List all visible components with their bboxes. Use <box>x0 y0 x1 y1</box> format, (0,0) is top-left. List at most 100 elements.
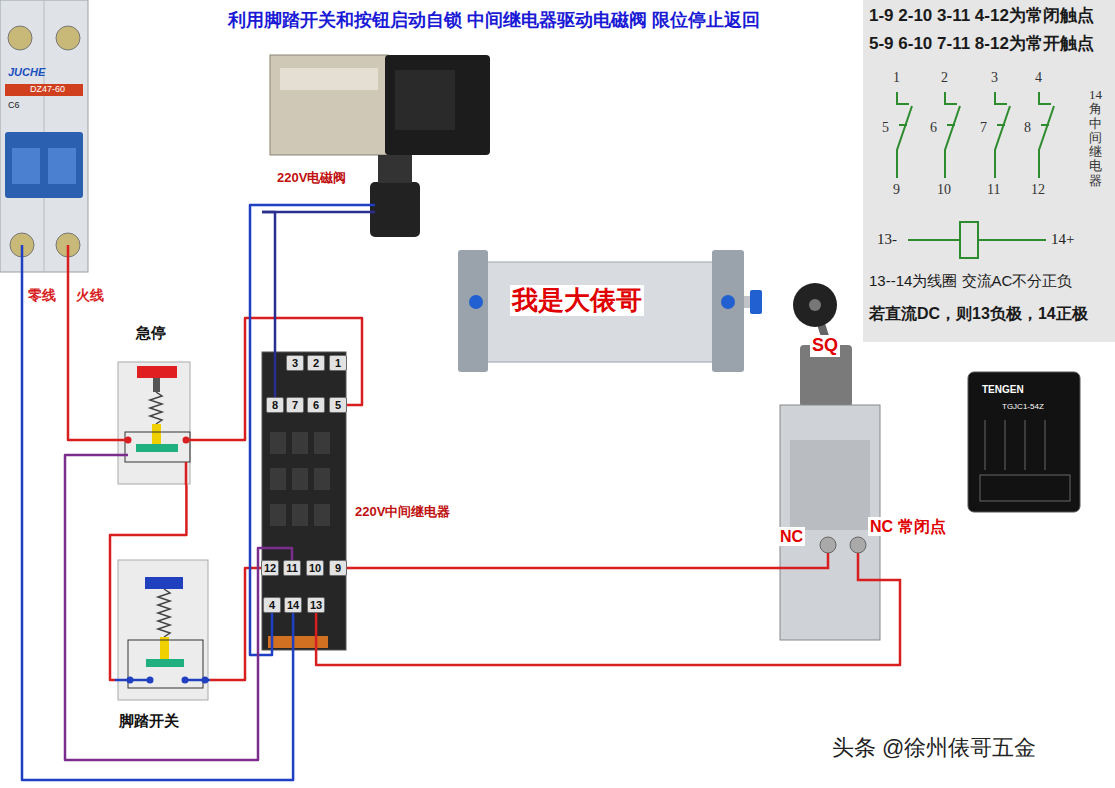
limit-switch-drawing-part <box>820 537 836 553</box>
relay-info-panel-drawing-part-part <box>897 92 912 178</box>
page-title: 利用脚踏开关和按钮启动自锁 中间继电器驱动电磁阀 限位停止返回 <box>228 10 760 32</box>
terminal: 7 <box>286 397 304 413</box>
limit-switch-drawing-part <box>770 553 828 568</box>
contact-label: NC <box>778 527 805 546</box>
wire <box>110 485 186 680</box>
terminal-number: 6 <box>310 398 322 412</box>
brand-mark: TENGEN <box>982 384 1024 396</box>
terminal-number: 14 <box>287 598 299 612</box>
relay-photo-drawing-part-part <box>980 475 1070 501</box>
contact-number: 6 <box>930 120 937 137</box>
terminal: 4 <box>263 597 281 613</box>
emergency-stop-drawing-part <box>150 392 162 424</box>
air-cylinder-drawing-part <box>475 262 720 362</box>
air-cylinder-drawing-part <box>712 250 744 372</box>
breaker-drawing-part <box>5 84 83 96</box>
relay-info-panel: 1-9 2-10 3-11 4-12为常闭触点5-9 6-10 7-11 8-1… <box>863 0 1115 342</box>
emergency-stop-drawing-part <box>125 437 132 444</box>
relay-info-panel-drawing <box>863 0 1115 342</box>
component-label: 脚踏开关 <box>119 712 179 730</box>
note-text: 若直流DC，则13负极，14正极 <box>869 304 1088 323</box>
wire-label: 零线 <box>28 287 56 304</box>
emergency-stop-drawing-part <box>185 462 188 485</box>
foot-switch-drawing-part <box>202 677 209 684</box>
terminal-number: 1 <box>332 356 344 370</box>
component-label: SQ <box>810 335 840 357</box>
solenoid-valve-drawing-part <box>370 182 420 237</box>
relay-socket-drawing-part <box>314 504 330 526</box>
contact-number: 2 <box>941 70 948 87</box>
terminal-number: 5 <box>332 398 344 412</box>
breaker-drawing-part <box>5 132 83 198</box>
terminal: 5 <box>329 397 347 413</box>
coil-pin: 13- <box>877 230 897 248</box>
terminal: 8 <box>266 397 284 413</box>
contact-number: 4 <box>1035 70 1042 87</box>
air-cylinder-drawing-part <box>750 290 762 314</box>
relay-info-panel-drawing-part-part <box>995 92 1010 178</box>
wire <box>347 567 770 570</box>
vertical-caption: 14角中间继电器 <box>1089 88 1102 188</box>
breaker-drawing-part <box>8 26 32 50</box>
relay-info-panel-drawing-part-part <box>1039 92 1054 178</box>
breaker-drawing-part <box>56 26 80 50</box>
terminal: 2 <box>307 355 325 371</box>
contact-number: 12 <box>1031 182 1045 199</box>
relay-socket-drawing-part <box>270 504 286 526</box>
solenoid-valve-drawing-part <box>378 155 412 183</box>
circuit-breaker: JUCHEDZ47-60C6 <box>0 0 88 272</box>
wire <box>22 272 293 780</box>
terminal-number: 13 <box>310 598 322 612</box>
limit-switch-drawing <box>770 283 900 640</box>
coil-pin: 14+ <box>1051 230 1074 248</box>
note-text: 13--14为线圈 交流AC不分正负 <box>869 272 1072 290</box>
name-tag: 我是大俵哥 <box>510 285 644 316</box>
foot-switch-drawing-part <box>127 677 134 684</box>
contact-number: 10 <box>937 182 951 199</box>
relay-photo-drawing-part <box>968 372 1080 512</box>
relay-socket-drawing-part <box>314 432 330 454</box>
relay-socket-drawing-part <box>262 352 346 650</box>
foot-switch-drawing-part <box>147 677 154 684</box>
component-label: 220V电磁阀 <box>277 170 346 186</box>
relay-socket-drawing-part <box>292 432 308 454</box>
limit-switch-drawing-part <box>790 440 870 530</box>
relay-socket-drawing-part <box>268 636 328 648</box>
terminal: 6 <box>307 397 325 413</box>
watermark: 头条 @徐州俵哥五金 <box>832 735 1036 761</box>
terminal: 9 <box>329 560 347 576</box>
breaker-drawing-part <box>48 148 76 184</box>
terminal: 12 <box>261 560 279 576</box>
text-label: 1-9 2-10 3-11 4-12为常闭触点 <box>869 6 1094 26</box>
relay-info-panel-drawing-part-part <box>960 222 978 258</box>
relay-socket-drawing <box>262 352 346 650</box>
model-text: TGJC1-54Z <box>1002 402 1044 412</box>
terminal-number: 12 <box>264 561 276 575</box>
limit-switch-drawing-part <box>858 553 900 640</box>
terminal-number: 2 <box>310 356 322 370</box>
emergency-stop-drawing-part <box>152 424 161 444</box>
foot-switch-drawing-part <box>182 677 189 684</box>
relay-socket-drawing-part <box>314 468 330 490</box>
limit-switch-drawing-part <box>809 299 821 311</box>
emergency-stop-drawing <box>118 362 194 485</box>
relay-photo: TENGEN TGJC1-54Z <box>968 372 1080 512</box>
air-cylinder-drawing-part <box>721 295 735 309</box>
relay-photo-drawing-part-part <box>985 420 1045 470</box>
wire <box>210 568 261 680</box>
relay-socket: 220V中间继电器3218765121110941413 <box>262 352 457 652</box>
contact-number: 11 <box>987 182 1000 199</box>
relay-photo-drawing <box>968 372 1080 512</box>
solenoid-valve-drawing-part <box>385 55 490 155</box>
solenoid-valve-drawing-part <box>395 70 455 130</box>
wire <box>316 613 900 665</box>
terminal: 10 <box>306 560 324 576</box>
breaker-drawing-part <box>21 245 24 272</box>
terminal: 3 <box>286 355 304 371</box>
foot-switch-drawing <box>115 560 210 700</box>
relay-info-panel-drawing-part <box>897 92 1054 258</box>
relay-socket-drawing-part <box>292 504 308 526</box>
limit-switch-drawing-part <box>780 405 880 640</box>
